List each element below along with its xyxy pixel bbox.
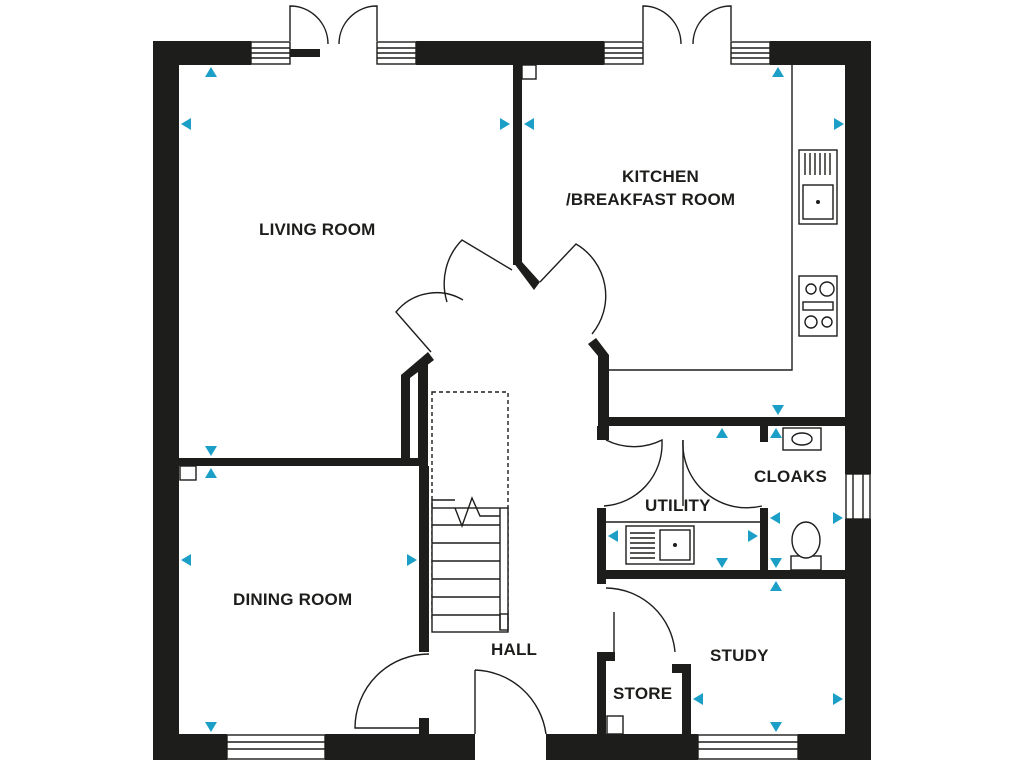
- dimension-marker-icon: [205, 67, 217, 77]
- hob-icon: [798, 275, 838, 337]
- dimension-marker-icon: [693, 693, 703, 705]
- window-icon: [250, 41, 291, 65]
- dimension-marker-icon: [524, 118, 534, 130]
- dimension-marker-icon: [205, 446, 217, 456]
- door-swing-icon: [642, 5, 732, 45]
- dimension-marker-icon: [770, 722, 782, 732]
- dimension-marker-icon: [407, 554, 417, 566]
- dimension-marker-icon: [181, 554, 191, 566]
- dimension-marker-icon: [770, 428, 782, 438]
- door-swing-icon: [603, 438, 663, 507]
- dimension-marker-icon: [772, 405, 784, 415]
- sink-icon: [782, 427, 822, 451]
- doors: [289, 5, 763, 735]
- door-swing-icon: [289, 5, 378, 45]
- window-icon: [697, 734, 799, 760]
- dimension-marker-icon: [834, 118, 844, 130]
- room-label-kitchen-line2: /BREAKFAST ROOM: [566, 190, 736, 209]
- cloaks-fittings: [782, 427, 822, 571]
- internal-walls: [179, 65, 845, 736]
- staircase-icon: [431, 391, 509, 633]
- room-label-utility: UTILITY: [645, 496, 711, 515]
- dimension-markers: [181, 67, 844, 732]
- utility-units: [606, 521, 760, 565]
- sink-icon: [625, 525, 695, 565]
- outer-walls: [153, 41, 871, 760]
- dimension-marker-icon: [770, 581, 782, 591]
- dimension-marker-icon: [716, 558, 728, 568]
- dimension-marker-icon: [772, 67, 784, 77]
- window-icon: [730, 41, 771, 65]
- dimension-marker-icon: [770, 558, 782, 568]
- dimension-marker-icon: [770, 512, 780, 524]
- dimension-marker-icon: [748, 530, 758, 542]
- windows: [226, 41, 871, 760]
- room-label-dining: DINING ROOM: [233, 590, 353, 609]
- room-label-cloaks: CLOAKS: [754, 467, 827, 486]
- dimension-marker-icon: [500, 118, 510, 130]
- window-icon: [226, 734, 326, 760]
- dimension-marker-icon: [833, 512, 843, 524]
- window-icon: [603, 41, 644, 65]
- door-swing-icon: [605, 587, 676, 660]
- dimension-marker-icon: [205, 468, 217, 478]
- room-label-kitchen-line1: KITCHEN: [622, 167, 699, 186]
- door-swing-icon: [354, 653, 430, 729]
- door-swing-icon: [395, 239, 513, 353]
- room-label-living: LIVING ROOM: [259, 220, 376, 239]
- kitchen-units: [179, 64, 838, 735]
- dimension-marker-icon: [181, 118, 191, 130]
- door-swing-icon: [682, 439, 763, 509]
- window-icon: [376, 41, 417, 65]
- toilet-icon: [790, 521, 822, 571]
- room-label-hall: HALL: [491, 640, 538, 659]
- dimension-marker-icon: [205, 722, 217, 732]
- dimension-marker-icon: [833, 693, 843, 705]
- sink-icon: [798, 149, 838, 225]
- room-label-study: STUDY: [710, 646, 769, 665]
- door-swing-icon: [474, 669, 547, 735]
- window-icon: [845, 473, 871, 520]
- room-label-store: STORE: [613, 684, 673, 703]
- door-swing-icon: [539, 243, 607, 335]
- dimension-marker-icon: [608, 530, 618, 542]
- dimension-marker-icon: [716, 428, 728, 438]
